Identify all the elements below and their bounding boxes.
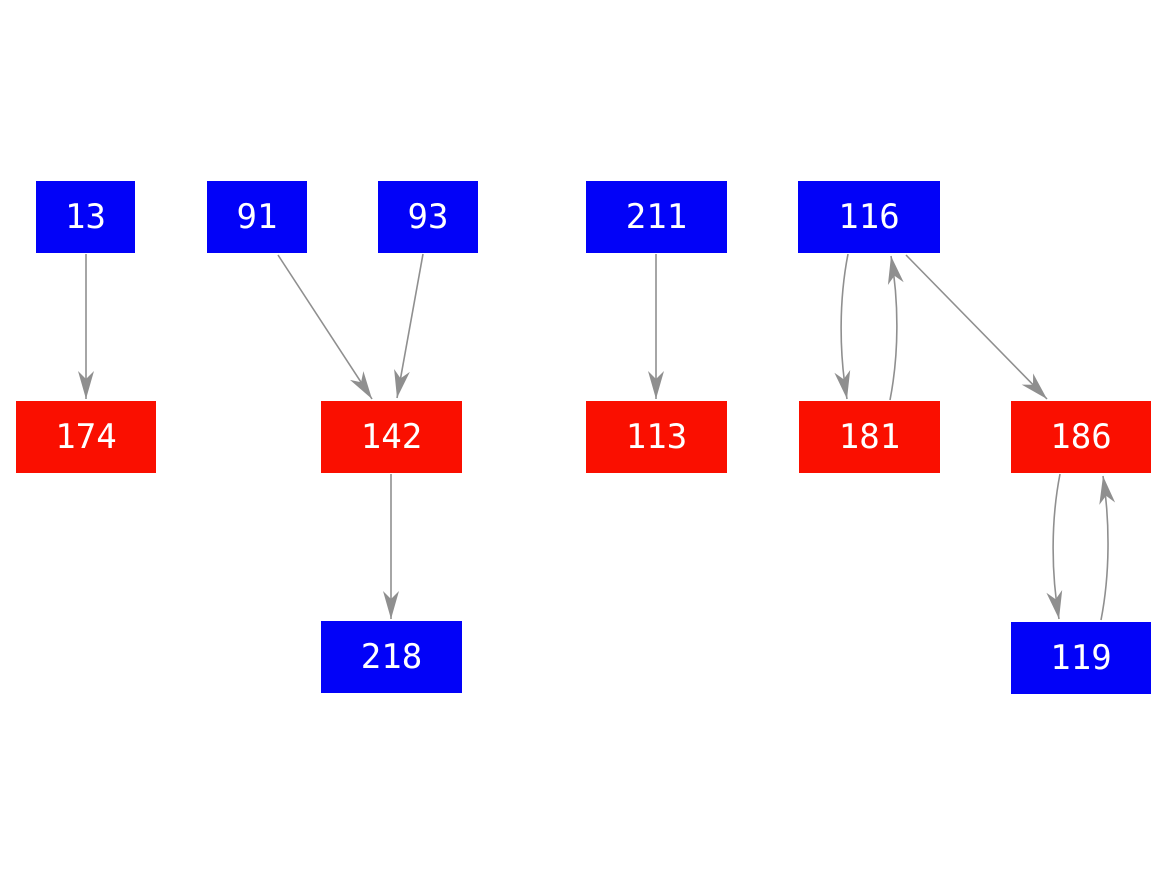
node-93: 93	[378, 181, 478, 253]
node-91: 91	[207, 181, 307, 253]
node-13: 13	[36, 181, 135, 253]
node-119: 119	[1011, 622, 1151, 694]
node-116: 116	[798, 181, 940, 253]
node-181: 181	[799, 401, 940, 473]
edge-186-119	[1046, 473, 1063, 620]
node-113: 113	[586, 401, 727, 473]
node-186: 186	[1011, 401, 1151, 473]
node-174: 174	[16, 401, 156, 473]
edge-116-186	[905, 254, 1048, 400]
node-142: 142	[321, 401, 462, 473]
node-218: 218	[321, 621, 462, 693]
edge-119-186	[1099, 475, 1116, 621]
edge-93-142	[394, 253, 424, 399]
edge-116-181	[834, 253, 851, 400]
edge-91-142	[277, 254, 373, 400]
node-211: 211	[586, 181, 727, 253]
edge-181-116	[887, 255, 904, 401]
